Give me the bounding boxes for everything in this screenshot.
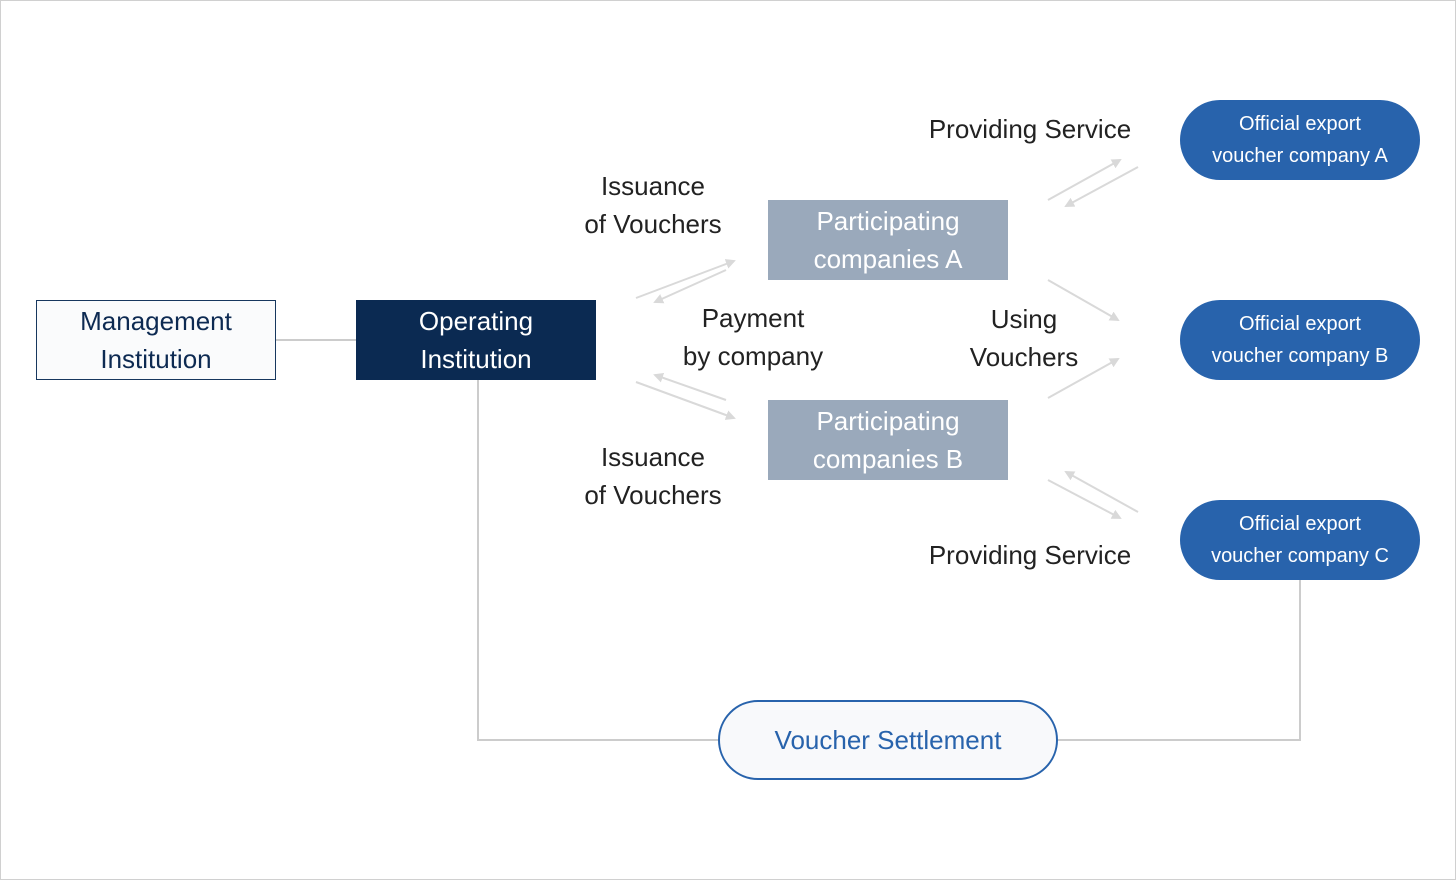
- issuance-top-label: Issuance of Vouchers: [558, 167, 748, 243]
- participating-companies-a-box: Participating companies A: [768, 200, 1008, 280]
- payment-line2: by company: [682, 341, 824, 371]
- management-line2: Institution: [100, 344, 212, 374]
- arrow-export-a-to-part-a: [1064, 166, 1139, 207]
- using-line1: Using: [990, 304, 1058, 334]
- arrow-operating-to-part-a: [635, 259, 736, 299]
- export-voucher-company-a-pill: Official export voucher company A: [1180, 100, 1420, 180]
- export-c-line2: voucher company C: [1211, 545, 1389, 567]
- operating-institution-box: Operating Institution: [356, 300, 596, 380]
- voucher-settlement-label: Voucher Settlement: [774, 724, 1002, 755]
- participating-a-line1: Participating: [816, 206, 960, 236]
- export-a-line1: Official export: [1239, 113, 1361, 135]
- arrow-part-b-to-export-c: [1047, 479, 1122, 519]
- issuance-bottom-label: Issuance of Vouchers: [558, 438, 748, 514]
- operating-line1: Operating: [418, 306, 534, 336]
- using-vouchers-label: Using Vouchers: [944, 300, 1104, 376]
- management-institution-box: Management Institution: [36, 300, 276, 380]
- arrow-part-a-to-export-a: [1047, 159, 1122, 201]
- providing-service-top-label: Providing Service: [928, 114, 1132, 144]
- issuance-top-line2: of Vouchers: [584, 209, 722, 239]
- participating-a-line2: companies A: [813, 244, 963, 274]
- participating-b-line2: companies B: [812, 444, 964, 474]
- issuance-top-line1: Issuance: [600, 171, 706, 201]
- payment-label: Payment by company: [658, 299, 848, 375]
- arrow-export-c-to-part-b: [1064, 471, 1139, 513]
- using-line2: Vouchers: [969, 342, 1079, 372]
- export-voucher-company-c-pill: Official export voucher company C: [1180, 500, 1420, 580]
- management-line1: Management: [80, 306, 232, 336]
- providing-service-bottom-label: Providing Service: [928, 540, 1132, 570]
- operating-settlement-connector: [477, 380, 718, 741]
- export-c-settlement-connector: [1058, 580, 1301, 741]
- arrow-part-a-to-export-b: [1047, 279, 1120, 321]
- participating-companies-b-box: Participating companies B: [768, 400, 1008, 480]
- payment-line1: Payment: [701, 303, 805, 333]
- export-a-line2: voucher company A: [1212, 145, 1388, 167]
- export-c-line1: Official export: [1239, 513, 1361, 535]
- export-voucher-company-b-pill: Official export voucher company B: [1180, 300, 1420, 380]
- export-b-line2: voucher company B: [1211, 345, 1389, 367]
- arrow-part-b-to-export-b: [1047, 358, 1120, 399]
- export-b-line1: Official export: [1239, 313, 1361, 335]
- operating-line2: Institution: [420, 344, 532, 374]
- voucher-settlement-pill: Voucher Settlement: [718, 700, 1058, 780]
- participating-b-line1: Participating: [816, 406, 960, 436]
- arrow-part-a-to-operating: [653, 269, 727, 304]
- arrow-part-b-to-operating: [653, 372, 727, 401]
- arrow-operating-to-part-b: [635, 381, 736, 420]
- issuance-bottom-line1: Issuance: [600, 442, 706, 472]
- issuance-bottom-line2: of Vouchers: [584, 480, 722, 510]
